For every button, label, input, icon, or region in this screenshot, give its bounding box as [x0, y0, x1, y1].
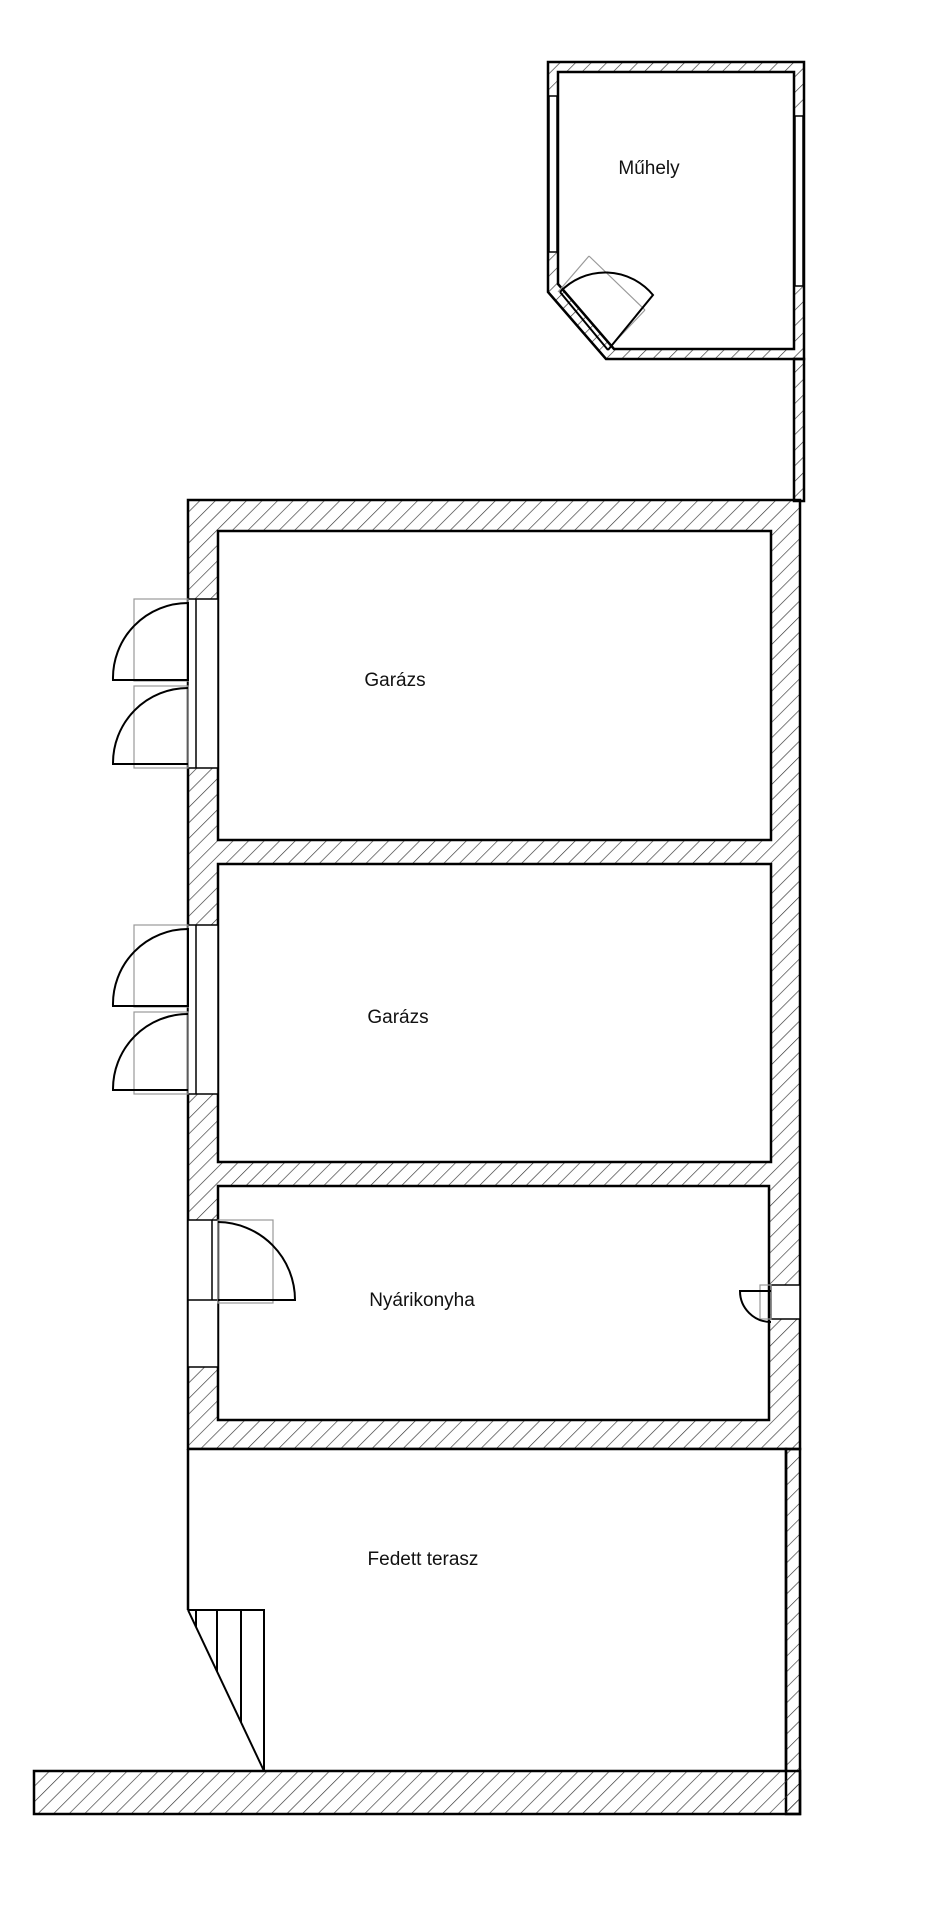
door-guide	[588, 255, 646, 311]
door-guide	[557, 255, 590, 293]
workshop-window-right	[794, 115, 804, 287]
workshop-door-leaf	[559, 291, 609, 351]
garage2-doors	[111, 924, 219, 1095]
summer-kitchen-floor	[216, 1184, 771, 1422]
room-label-garage1: Garázs	[364, 670, 425, 691]
stairs	[187, 1609, 265, 1772]
room-label-workshop: Műhely	[618, 158, 680, 179]
garage1-floor	[216, 529, 773, 842]
workshop-floor	[556, 70, 796, 351]
workshop-door-swing	[559, 271, 655, 351]
room-label-garage2: Garázs	[367, 1007, 428, 1028]
garage2-floor	[216, 862, 773, 1164]
room-label-covered-terrace: Fedett terasz	[368, 1549, 479, 1570]
room-label-summer-kitchen: Nyárikonyha	[369, 1290, 475, 1311]
summer-kitchen-door	[187, 1219, 297, 1368]
workshop-window-left	[548, 95, 558, 253]
terrace-outline	[188, 1447, 788, 1771]
terrace-area-clear	[186, 1450, 788, 1772]
connector-wall	[792, 357, 806, 503]
terrace-bottom-wall	[32, 1769, 802, 1816]
garage1-doors	[111, 598, 219, 769]
summer-kitchen-side-door	[738, 1284, 801, 1323]
workshop: Műhely	[546, 60, 806, 361]
terrace-right-wall	[784, 1447, 802, 1816]
